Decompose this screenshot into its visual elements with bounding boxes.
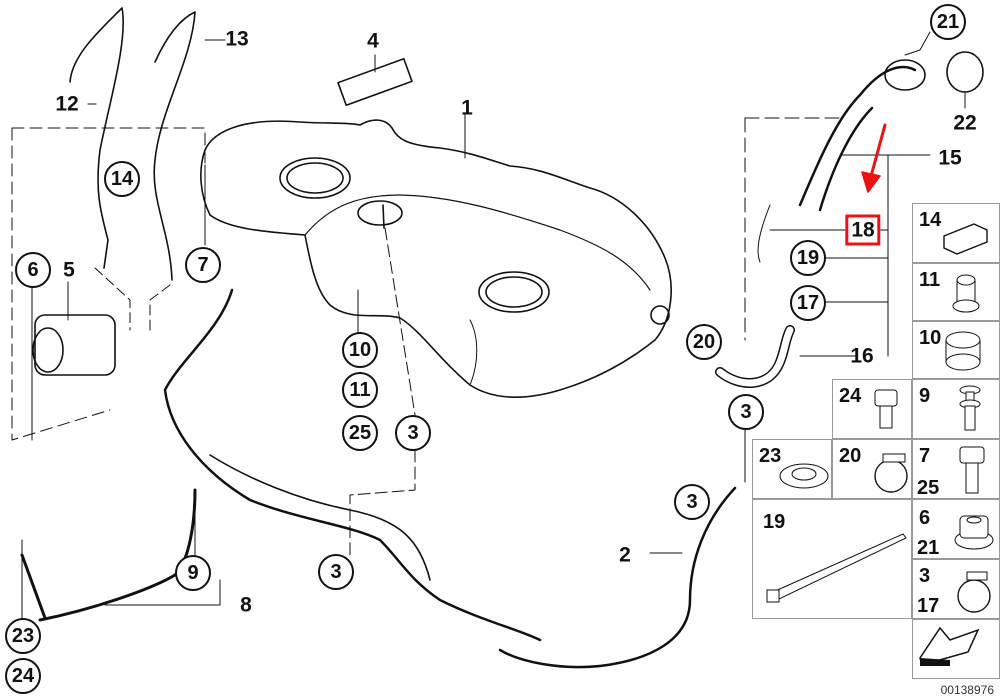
callout-16: 16 — [850, 344, 874, 368]
fuel-cap — [946, 51, 984, 93]
grid-cell-6-21[interactable]: 6 21 — [912, 499, 1000, 559]
callout-15: 15 — [938, 146, 962, 170]
stud-icon — [959, 385, 981, 431]
grid-cell-23[interactable]: 23 — [752, 439, 832, 499]
callout-circled-7[interactable]: 7 — [185, 247, 221, 283]
grid-cell-24[interactable]: 24 — [832, 379, 912, 439]
grid-cell-3-17[interactable]: 3 17 — [912, 559, 1000, 619]
pump-opening-right — [478, 271, 550, 313]
grid-cell-arrow[interactable] — [912, 619, 1000, 679]
carbon-canister — [34, 314, 116, 376]
callout-circled-23[interactable]: 23 — [5, 618, 41, 654]
callout-circled-11[interactable]: 11 — [342, 372, 378, 408]
feed-line-2 — [498, 486, 737, 669]
hex-bolt-icon — [959, 446, 985, 494]
rubber-mount-icon — [945, 331, 981, 371]
next-page-arrow-icon — [919, 626, 980, 666]
callout-circled-21[interactable]: 21 — [930, 4, 966, 40]
callout-circled-9[interactable]: 9 — [175, 555, 211, 591]
callout-circled-3-line[interactable]: 3 — [318, 554, 354, 590]
callout-circled-25[interactable]: 25 — [342, 415, 378, 451]
hose-clamp-small-icon — [957, 571, 991, 613]
callout-circled-20[interactable]: 20 — [686, 324, 722, 360]
callout-circled-19[interactable]: 19 — [790, 240, 826, 276]
callout-2: 2 — [619, 543, 631, 567]
callout-circled-3-lower[interactable]: 3 — [674, 484, 710, 520]
flange-nut-icon — [954, 515, 994, 550]
grid-cell-9[interactable]: 9 — [912, 379, 1000, 439]
filler-neck — [798, 65, 917, 207]
grid-cell-14[interactable]: 14 — [912, 203, 1000, 263]
callout-13: 13 — [225, 27, 249, 51]
callout-circled-3-upper[interactable]: 3 — [728, 394, 764, 430]
document-number: 00138976 — [940, 683, 994, 697]
callout-circled-14[interactable]: 14 — [104, 161, 140, 197]
callout-4: 4 — [367, 29, 379, 53]
callout-8: 8 — [240, 593, 252, 617]
callout-circled-24[interactable]: 24 — [5, 658, 41, 694]
grid-cell-10[interactable]: 10 — [912, 321, 1000, 379]
part-4-pad — [337, 57, 413, 107]
grommet-icon — [952, 274, 980, 313]
fuel-tank — [200, 119, 672, 398]
callout-highlighted-18[interactable]: 18 — [845, 214, 881, 246]
callout-5: 5 — [63, 258, 75, 282]
bolt-icon — [874, 389, 898, 429]
grid-cell-19[interactable]: 19 — [752, 499, 912, 619]
clip-holder-icon — [943, 223, 988, 255]
washer-icon — [779, 463, 829, 489]
callout-circled-3-tank[interactable]: 3 — [395, 415, 431, 451]
cable-tie-icon — [766, 533, 907, 603]
pump-opening-left — [279, 157, 351, 199]
grid-cell-11[interactable]: 11 — [912, 263, 1000, 321]
callout-circled-6[interactable]: 6 — [15, 252, 51, 288]
vent-line-13 — [153, 11, 196, 281]
callout-circled-17[interactable]: 17 — [790, 285, 826, 321]
callout-1: 1 — [461, 96, 473, 120]
callout-circled-10[interactable]: 10 — [342, 332, 378, 368]
tank-strap — [38, 488, 197, 622]
grid-cell-20[interactable]: 20 — [832, 439, 912, 499]
callout-12: 12 — [55, 92, 79, 116]
vent-line-12 — [69, 7, 124, 269]
fuel-line — [163, 288, 542, 642]
grid-cell-7-25[interactable]: 7 25 — [912, 439, 1000, 499]
callout-22: 22 — [953, 111, 977, 135]
hose-clamp-icon — [874, 453, 908, 493]
